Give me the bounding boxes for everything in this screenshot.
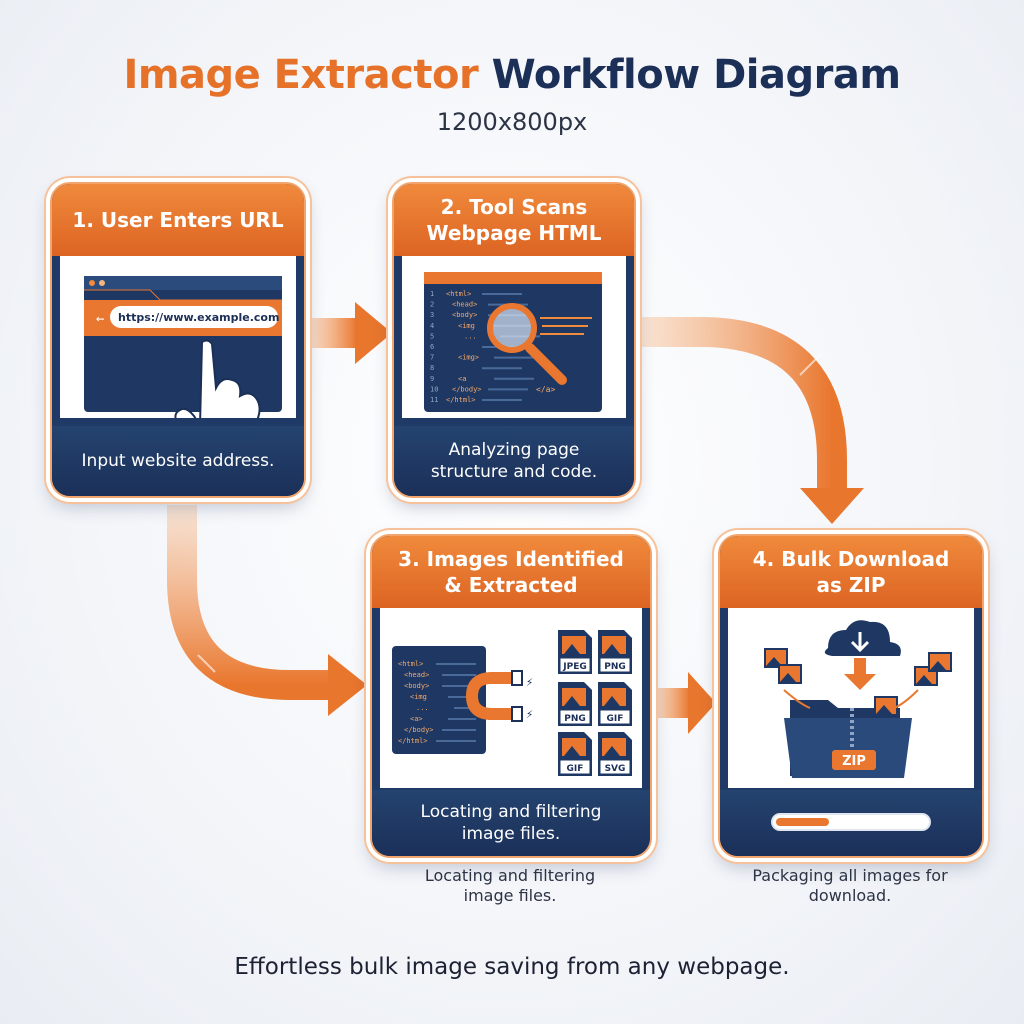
line-number: 9 (430, 375, 434, 383)
arrow-step1-to-step2 (305, 302, 392, 364)
code-line: <html> (398, 660, 423, 668)
step-card-4: 4. Bulk Download as ZIP ZIP (718, 534, 984, 858)
title-part-1: Image Extractor (123, 52, 479, 98)
closing-tag-text: </a> (536, 385, 555, 394)
step-3-title: 3. Images Identified & Extracted (372, 536, 650, 608)
image-file-icon: PNG (598, 630, 632, 674)
diagram-subtitle: 1200x800px (436, 108, 588, 136)
code-line: <head> (452, 301, 477, 309)
arrow-step1-to-step3 (167, 505, 367, 716)
line-number: 10 (430, 385, 438, 393)
code-line: </html> (446, 396, 476, 404)
step-card-1: 1. User Enters URL ← https://www.example… (50, 182, 306, 498)
code-panel (392, 646, 486, 754)
step-1-title: 1. User Enters URL (52, 184, 304, 256)
code-line: <img (458, 322, 475, 330)
tagline: Effortless bulk image saving from any we… (234, 954, 790, 980)
image-thumbnail-icon (928, 652, 952, 672)
step-2-caption: Analyzing page structure and code. (394, 426, 634, 496)
flying-image-icons (764, 648, 952, 716)
title-part-2: Workflow Diagram (491, 52, 901, 98)
step-2-title: 2. Tool Scans Webpage HTML (394, 184, 634, 256)
file-type-label: JPEG (562, 662, 586, 672)
code-line: ... (416, 704, 429, 712)
file-type-label: PNG (564, 714, 586, 724)
image-thumbnail-icon (764, 648, 788, 668)
image-thumbnail-icon (874, 696, 898, 716)
code-line: </body> (404, 726, 434, 734)
image-file-icon: PNG (558, 682, 592, 726)
line-number: 11 (430, 396, 438, 404)
html-code-lines: <html> <head> <body> <img... <a> </body> </htm… (398, 660, 476, 745)
code-line: <a (458, 375, 466, 383)
zip-label: ZIP (842, 754, 866, 769)
arrow-step2-to-step4 (638, 317, 864, 524)
code-line: <a> (410, 715, 423, 723)
image-file-icon: JPEG (558, 630, 592, 674)
step-3-outer-caption: Locating and filtering image files. (424, 866, 596, 905)
diagram-title: Image Extractor Workflow Diagram (0, 52, 1024, 98)
magnifier-icon (487, 303, 592, 385)
line-number: 4 (430, 322, 434, 330)
step-2-illustration: 1 <html> 2 <head> 3 <body> 4 <img 5... 6 7 <img> 8 9 <… (402, 256, 626, 418)
line-number: 2 (430, 301, 434, 309)
line-number: 3 (430, 311, 434, 319)
image-thumbnail-icon (778, 664, 802, 684)
code-line: ... (464, 332, 477, 340)
code-line: <img (410, 693, 427, 701)
step-card-3: 3. Images Identified & Extracted <html><… (370, 534, 652, 858)
code-line: <head> (404, 671, 429, 679)
file-type-label: PNG (604, 662, 626, 672)
step-3-illustration: <html> <head> <body> <img... <a> </body> </htm… (380, 608, 642, 788)
magnet-icon: ⚡ ⚡ (465, 670, 533, 722)
line-number: 6 (430, 343, 434, 351)
image-file-icon: GIF (558, 732, 592, 776)
step-1-illustration: ← https://www.example.com (60, 256, 296, 455)
step-4-outer-caption: Packaging all images for download. (752, 866, 948, 905)
file-type-label: SVG (605, 764, 626, 774)
arrow-step3-to-step4 (650, 672, 716, 734)
step-1-caption: Input website address. (52, 426, 304, 496)
image-file-icon: GIF (598, 682, 632, 726)
line-number: 7 (430, 354, 434, 362)
line-number: 1 (430, 290, 434, 298)
code-line: </body> (452, 385, 482, 393)
back-arrow-icon: ← (96, 311, 104, 327)
code-line: </html> (398, 737, 428, 745)
step-card-2: 2. Tool Scans Webpage HTML 1 <html> 2 <head… (392, 182, 636, 498)
zip-folder-icon: ZIP (784, 700, 912, 778)
svg-text:⚡: ⚡ (526, 675, 533, 689)
progress-fill (776, 818, 829, 826)
url-text: https://www.example.com (118, 311, 279, 324)
image-file-icons: JPEG PNG PNG GIF GIF SVG (558, 630, 632, 776)
image-file-icon: SVG (598, 732, 632, 776)
file-type-label: GIF (607, 714, 624, 724)
code-line: <html> (446, 290, 471, 298)
step-4-illustration: ZIP (728, 608, 974, 788)
line-number: 8 (430, 364, 434, 372)
url-bar (110, 306, 278, 328)
step-3-caption: Locating and filtering image files. (372, 790, 650, 856)
code-line: <img> (458, 354, 479, 362)
cloud-download-icon (824, 620, 901, 690)
line-number: 5 (430, 332, 434, 340)
browser-window (84, 276, 282, 412)
file-type-label: GIF (567, 764, 584, 774)
step-4-progress-area (720, 790, 982, 856)
code-line: <body> (404, 682, 429, 690)
svg-text:⚡: ⚡ (526, 707, 533, 721)
step-4-title: 4. Bulk Download as ZIP (720, 536, 982, 608)
code-line: <body> (452, 311, 477, 319)
